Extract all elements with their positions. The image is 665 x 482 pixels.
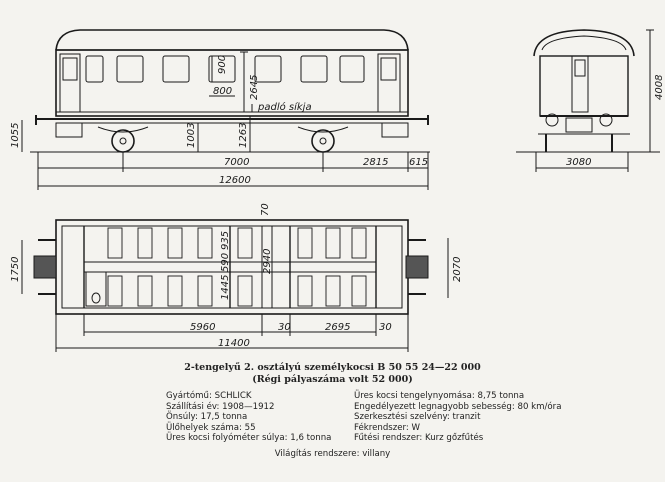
dim-plan-seg-a: 5960 — [190, 322, 215, 333]
spec-max-speed: Engedélyezett legnagyobb sebesség: 80 km… — [354, 401, 562, 412]
floor-plane-label: padló síkja — [257, 101, 312, 113]
spec-lighting: Világítás rendszere: villany — [274, 449, 391, 459]
dim-seat-b: 590 — [220, 253, 231, 272]
dim-buffer-height: 1055 — [10, 123, 21, 148]
spec-delivery-year: Szállítási év: 1908—1912 — [166, 401, 275, 412]
dim-seat-a: 935 — [220, 231, 231, 250]
dim-plan-top-gap: 70 — [260, 203, 271, 216]
dim-wheelbase: 7000 — [224, 157, 249, 168]
drawing-title: 2-tengelyű 2. osztályú személykocsi B 50… — [184, 362, 481, 373]
dim-overhang: 2815 — [363, 157, 388, 168]
dim-plan-seg-c: 2695 — [325, 322, 350, 333]
spec-axle-load: Üres kocsi tengelynyomása: 8,75 tonna — [354, 391, 525, 401]
end-elevation — [516, 29, 660, 172]
dim-plan-seg-b: 30 — [278, 322, 291, 333]
dim-body-length: 11400 — [218, 338, 250, 349]
spec-weight-per-metre: Üres kocsi folyóméter súlya: 1,6 tonna — [166, 433, 332, 444]
plan-view — [21, 219, 449, 352]
dim-end-height: 4008 — [654, 75, 665, 100]
spec-loading-gauge: Szerkesztési szelvény: tranzit — [354, 412, 481, 423]
dim-seat-c: 1445 — [220, 275, 231, 300]
dim-side-height: 2645 — [249, 75, 260, 100]
spec-seats: Ülőhelyek száma: 55 — [166, 422, 256, 433]
spec-manufacturer: Gyártómű: SCHLICK — [166, 391, 252, 401]
dim-bogie-gauge: 1750 — [10, 257, 21, 282]
dim-plan-seg-d: 30 — [379, 322, 392, 333]
spec-brake: Fékrendszer: W — [354, 422, 421, 433]
dim-window-height: 900 — [217, 55, 228, 74]
dim-inner-width: 2940 — [262, 249, 273, 274]
dim-floor-height-a: 1003 — [186, 123, 197, 148]
dim-body-width: 2070 — [452, 257, 463, 282]
spec-heating: Fűtési rendszer: Kurz gőzfűtés — [354, 433, 484, 444]
dim-window-width: 800 — [213, 86, 232, 97]
dim-length-over-buffers: 12600 — [219, 175, 251, 186]
dim-end-width: 3080 — [566, 157, 591, 168]
dim-end-gap: 615 — [409, 157, 428, 168]
side-elevation — [21, 29, 430, 190]
dim-floor-height-b: 1263 — [238, 123, 249, 148]
drawing-subtitle: (Régi pályaszáma volt 52 000) — [252, 374, 413, 385]
spec-tare-weight: Önsúly: 17,5 tonna — [166, 412, 248, 423]
spec-table: Gyártómű: SCHLICK Üres kocsi tengelynyomá… — [166, 391, 606, 444]
